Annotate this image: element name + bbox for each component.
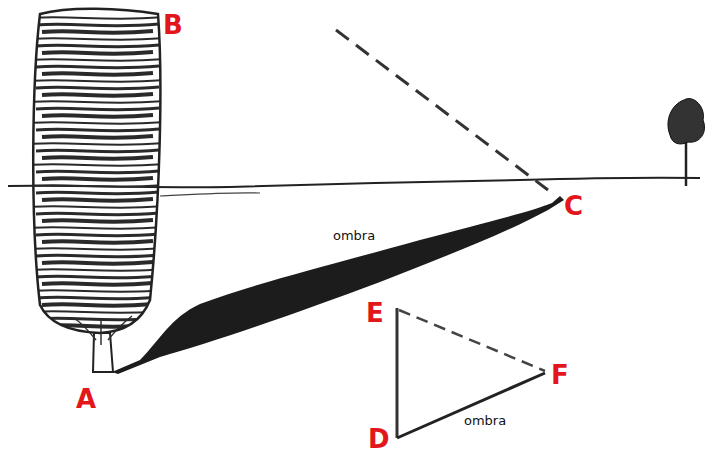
point-label: A bbox=[76, 386, 96, 412]
point-label: C bbox=[564, 193, 583, 219]
horizon-line bbox=[8, 178, 700, 188]
stick-shadow bbox=[397, 373, 545, 438]
tree-crown-texture bbox=[30, 17, 165, 327]
far-tree bbox=[668, 99, 705, 186]
horizon-line bbox=[160, 193, 260, 196]
sun-ray bbox=[399, 310, 545, 371]
tree-crown bbox=[33, 9, 160, 333]
point-label: B bbox=[163, 12, 183, 38]
point-label: F bbox=[551, 362, 569, 388]
point-label: D bbox=[368, 426, 390, 452]
point-label: E bbox=[366, 300, 384, 326]
shadow-label: ombra bbox=[462, 414, 508, 427]
sun-ray bbox=[336, 30, 548, 190]
shadow-label: ombra bbox=[331, 229, 377, 242]
tree-shadow bbox=[112, 196, 564, 374]
stick bbox=[396, 308, 399, 438]
